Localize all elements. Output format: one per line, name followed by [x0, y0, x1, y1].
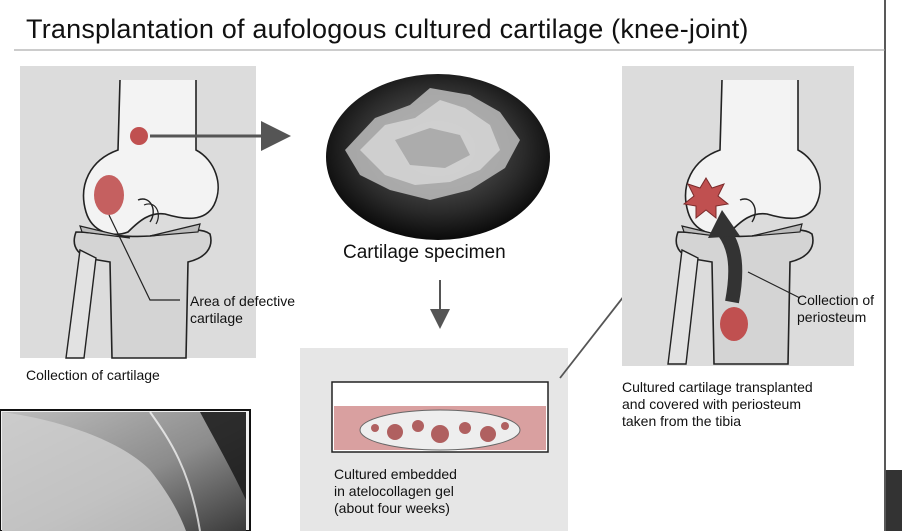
defect-ellipse	[94, 175, 124, 215]
periosteum-dot	[720, 307, 748, 341]
label-transplant-description: Cultured cartilage transplanted and cove…	[622, 379, 813, 430]
label-transplant-line-3: taken from the tibia	[622, 413, 813, 430]
label-cartilage-specimen: Cartilage specimen	[343, 244, 506, 261]
xray-inset	[0, 410, 250, 531]
label-periosteum-line-2: periosteum	[797, 309, 874, 326]
label-defective-line-2: cartilage	[190, 310, 295, 327]
label-culture-line-3: (about four weeks)	[334, 500, 457, 517]
label-periosteum-line-1: Collection of	[797, 292, 874, 309]
label-culture-description: Cultured embedded in atelocollagen gel (…	[334, 466, 457, 517]
label-collection-of-periosteum: Collection of periosteum	[797, 292, 874, 326]
diagram-title: Transplantation of aufologous cultured c…	[26, 14, 749, 45]
right-edge-strip	[886, 470, 902, 531]
label-collection-of-cartilage: Collection of cartilage	[26, 367, 160, 384]
cartilage-specimen-photo	[326, 74, 550, 240]
label-defective-line-1: Area of defective	[190, 293, 295, 310]
label-culture-line-2: in atelocollagen gel	[334, 483, 457, 500]
label-culture-line-1: Cultured embedded	[334, 466, 457, 483]
label-defective-cartilage: Area of defective cartilage	[190, 293, 295, 327]
label-transplant-line-1: Cultured cartilage transplanted	[622, 379, 813, 396]
collection-site-dot	[130, 127, 148, 145]
label-transplant-line-2: and covered with periosteum	[622, 396, 813, 413]
